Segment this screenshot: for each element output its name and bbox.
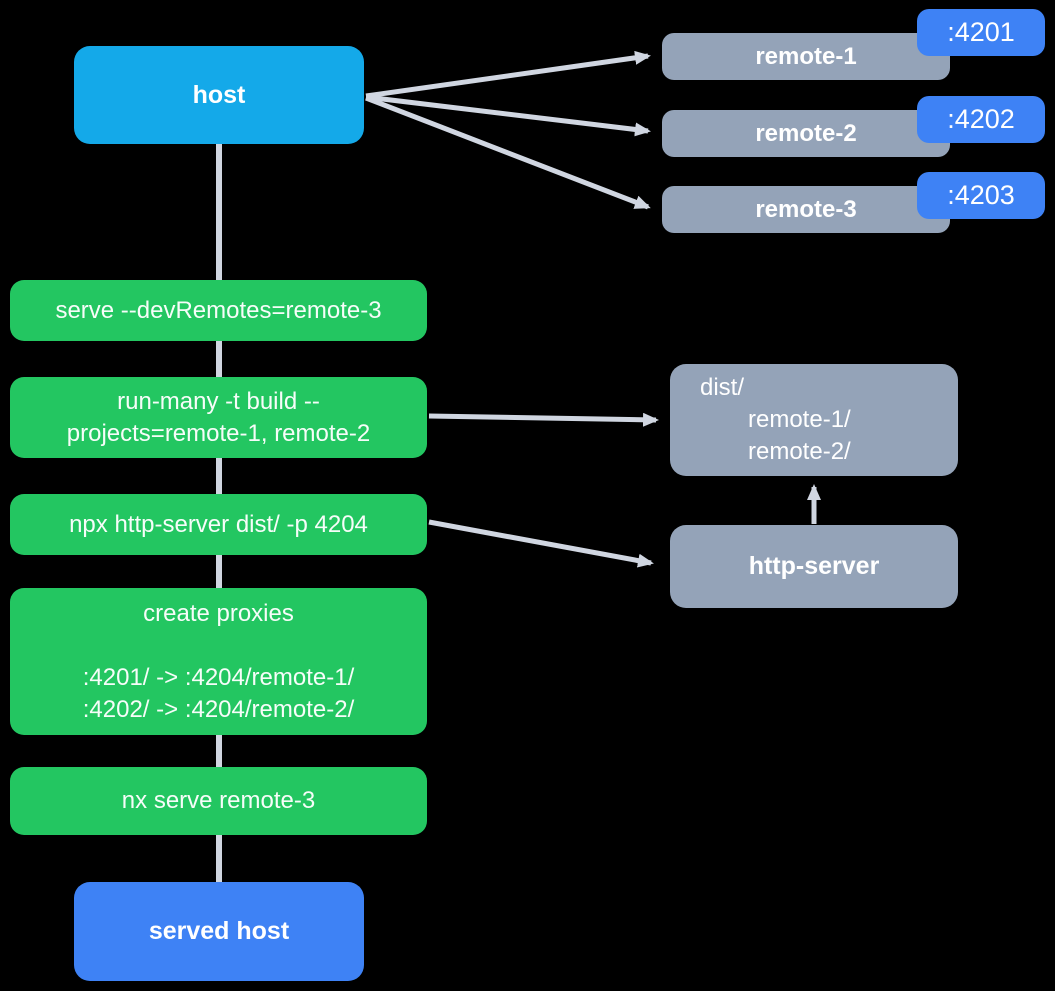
remote-2-node: remote-2 bbox=[662, 110, 950, 157]
host-label: host bbox=[192, 80, 246, 109]
http-server-label: http-server bbox=[748, 552, 880, 580]
served-host-label: served host bbox=[148, 917, 290, 945]
command-run-many-build: run-many -t build -- projects=remote-1, … bbox=[10, 377, 427, 458]
dist-remote-2-line: remote-2/ bbox=[748, 438, 851, 465]
command-npx-http-server: npx http-server dist/ -p 4204 bbox=[10, 494, 427, 555]
command-serve-dev-remotes-label: serve --devRemotes=remote-3 bbox=[55, 296, 382, 324]
command-create-proxies: create proxies :4201/ -> :4204/remote-1/… bbox=[10, 588, 427, 735]
command-nx-serve-remote-3-label: nx serve remote-3 bbox=[121, 787, 316, 814]
remote-1-node: remote-1 bbox=[662, 33, 950, 80]
edge-host-to-remote-2 bbox=[365, 94, 651, 137]
remote-3-port: :4203 bbox=[947, 180, 1015, 210]
dist-remote-1-line: remote-1/ bbox=[748, 406, 851, 433]
edge-http-server-cmd-to-http-server bbox=[428, 519, 654, 568]
dist-folder-line: dist/ bbox=[700, 374, 745, 401]
remote-3-node: remote-3 bbox=[662, 186, 950, 233]
remote-1-port: :4201 bbox=[947, 17, 1015, 47]
host-node: host bbox=[74, 46, 364, 144]
http-server-node: http-server bbox=[670, 525, 958, 608]
remote-3-port-badge: :4203 bbox=[917, 172, 1045, 219]
dist-folder-node: dist/ remote-1/ remote-2/ bbox=[670, 364, 958, 476]
remote-2-port: :4202 bbox=[947, 104, 1015, 134]
command-serve-dev-remotes: serve --devRemotes=remote-3 bbox=[10, 280, 427, 341]
command-run-many-build-label: run-many -t build -- projects=remote-1, … bbox=[66, 387, 371, 447]
edge-run-many-to-dist bbox=[428, 412, 659, 427]
remote-1-port-badge: :4201 bbox=[917, 9, 1045, 56]
edge-host-to-remote-1 bbox=[365, 50, 651, 99]
remote-1-label: remote-1 bbox=[755, 42, 857, 70]
command-npx-http-server-label: npx http-server dist/ -p 4204 bbox=[69, 510, 368, 538]
remote-2-port-badge: :4202 bbox=[917, 96, 1045, 143]
edge-host-to-remote-3 bbox=[365, 95, 651, 210]
remote-3-label: remote-3 bbox=[755, 195, 857, 223]
command-nx-serve-remote-3: nx serve remote-3 bbox=[10, 767, 427, 835]
served-host-node: served host bbox=[74, 882, 364, 981]
remote-2-label: remote-2 bbox=[755, 119, 857, 147]
command-create-proxies-label: create proxies :4201/ -> :4204/remote-1/… bbox=[82, 599, 355, 723]
